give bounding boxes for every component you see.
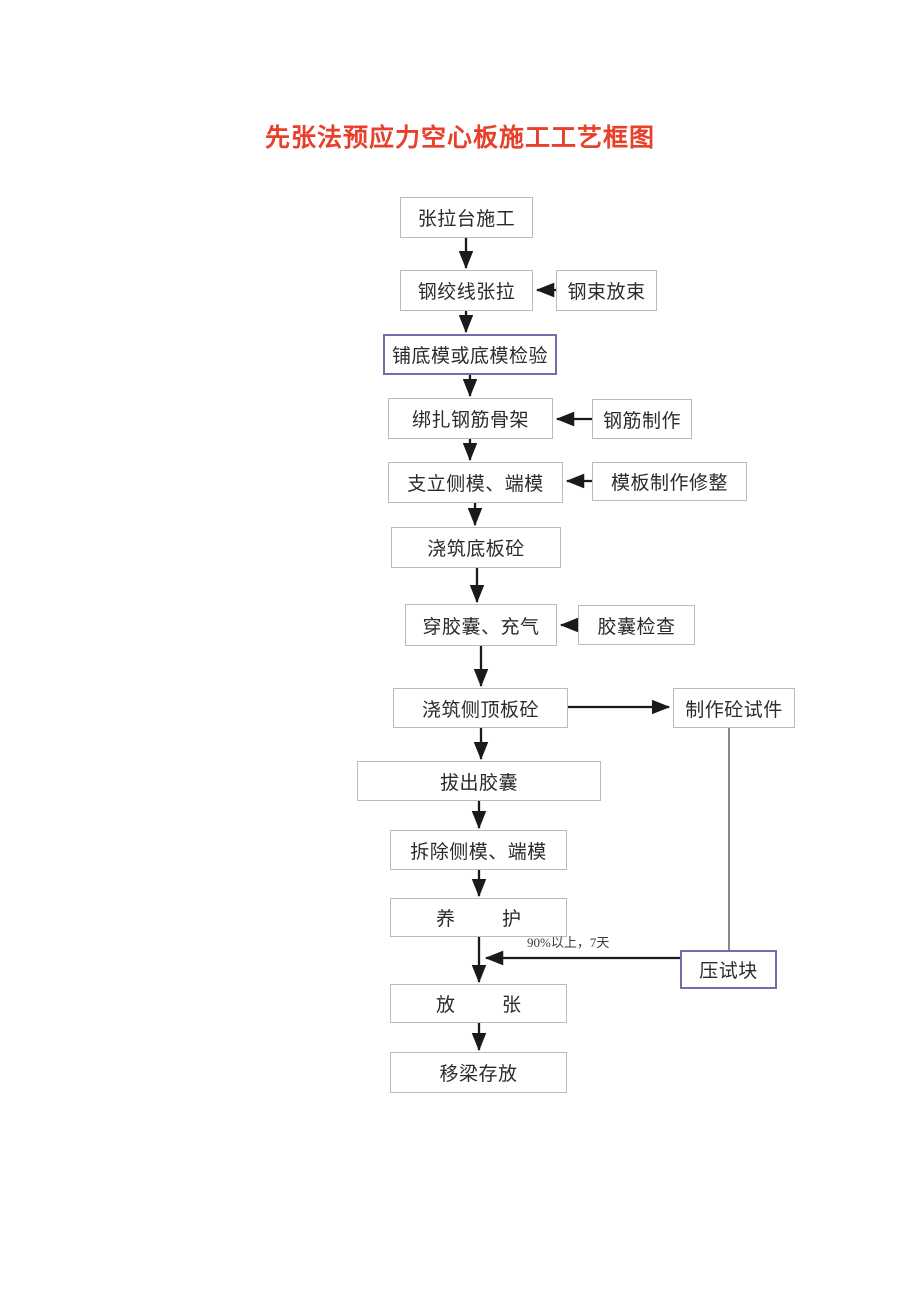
node-jiaozhu-cedingban-ton[interactable]: 浇筑侧顶板砼 <box>393 688 568 728</box>
node-label: 绑扎钢筋骨架 <box>411 410 529 431</box>
node-fangzhang[interactable]: 放 张 <box>390 984 567 1023</box>
node-label: 铺底模或底模检验 <box>391 346 548 367</box>
node-jiaonang-jiancha[interactable]: 胶囊检查 <box>578 605 695 645</box>
node-label: 养 护 <box>435 909 535 930</box>
node-pudimo-jianyan[interactable]: 铺底模或底模检验 <box>383 334 557 375</box>
edge-label-curing-condition: 90%以上，7天 <box>527 935 610 950</box>
node-zhanglatai-shigong[interactable]: 张拉台施工 <box>400 197 533 238</box>
node-label: 放 张 <box>435 995 535 1016</box>
node-zhizuo-ton-shijian[interactable]: 制作砼试件 <box>673 688 795 728</box>
node-yiliang-cunfang[interactable]: 移梁存放 <box>390 1052 567 1093</box>
node-yanghu[interactable]: 养 护 <box>390 898 567 937</box>
node-jiaozhu-dibanton[interactable]: 浇筑底板砼 <box>391 527 561 568</box>
node-label: 浇筑底板砼 <box>427 539 525 560</box>
node-gangjin-zhizuo[interactable]: 钢筋制作 <box>592 399 692 439</box>
node-label: 制作砼试件 <box>685 699 783 721</box>
node-label: 模板制作修整 <box>610 473 728 494</box>
node-muban-zhizuo-xiuzheng[interactable]: 模板制作修整 <box>592 462 747 501</box>
node-label: 浇筑侧顶板砼 <box>421 699 539 721</box>
node-label: 钢筋制作 <box>602 410 681 432</box>
node-gangshu-fangshu[interactable]: 钢束放束 <box>556 270 657 311</box>
node-gangjiaoxian-zhangla[interactable]: 钢绞线张拉 <box>400 270 533 311</box>
node-bangzha-gangjin-guojia[interactable]: 绑扎钢筋骨架 <box>388 398 553 439</box>
node-label: 钢束放束 <box>567 282 646 303</box>
node-label: 穿胶囊、充气 <box>422 616 540 638</box>
node-bachu-jiaonang[interactable]: 拔出胶囊 <box>357 761 601 801</box>
node-label: 胶囊检查 <box>597 616 676 638</box>
node-chuanjiaonang-chongqi[interactable]: 穿胶囊、充气 <box>405 604 557 646</box>
page-title: 先张法预应力空心板施工工艺框图 <box>264 125 655 152</box>
node-label: 拆除侧模、端模 <box>410 841 547 863</box>
node-chaichu-cemo-duanmo[interactable]: 拆除侧模、端模 <box>390 830 567 870</box>
node-label: 钢绞线张拉 <box>417 282 516 303</box>
node-zhili-cemo-duanmo[interactable]: 支立侧模、端模 <box>388 462 563 503</box>
node-label: 移梁存放 <box>439 1064 518 1085</box>
node-label: 压试块 <box>699 961 758 982</box>
node-label: 张拉台施工 <box>417 209 516 230</box>
node-ya-shikuai[interactable]: 压试块 <box>680 950 777 989</box>
node-label: 支立侧模、端模 <box>407 474 544 495</box>
node-label: 拔出胶囊 <box>439 772 518 794</box>
